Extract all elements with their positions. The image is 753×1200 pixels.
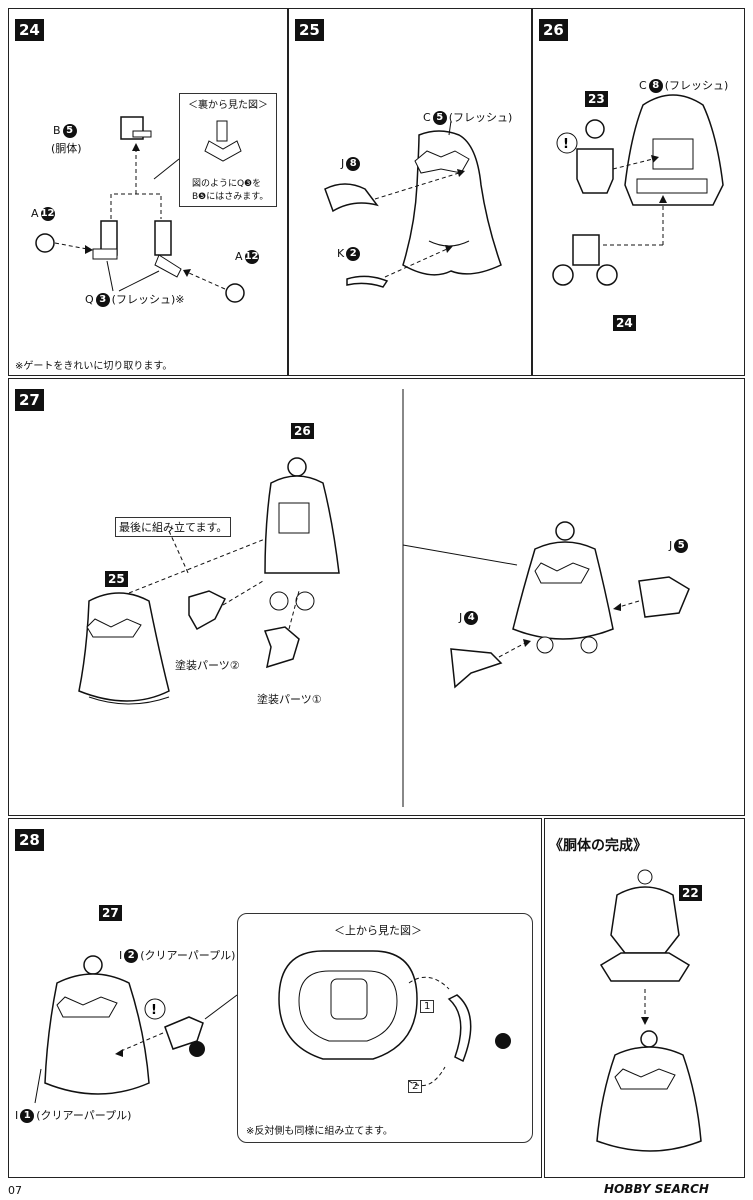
top-view-title: ＜上から見た図＞: [334, 924, 422, 937]
inset-line-2: B❺にはさみます。: [192, 192, 269, 202]
step-number: 28: [15, 829, 44, 851]
step-28-drawing: !: [34, 950, 511, 1104]
ref-step-22: 22: [679, 885, 702, 901]
paint-part-1: 塗装パーツ①: [257, 693, 322, 706]
ref-step-25: 25: [105, 571, 128, 587]
step-number: 24: [15, 19, 44, 41]
ref-step-27: 27: [99, 905, 122, 921]
ref-step-26: 26: [291, 423, 314, 439]
ref-step-24: 24: [613, 315, 636, 331]
page-number: 07: [8, 1184, 22, 1197]
step-26-drawing: !: [552, 94, 724, 286]
last-assembly-note: 最後に組み立てます。: [115, 517, 232, 537]
inset-title: ＜裏から見た図＞: [188, 100, 268, 111]
inset-line-1: 図のようにQ❸を: [192, 179, 262, 189]
ref-step-23: 23: [585, 91, 608, 107]
paint-part-2: 塗装パーツ②: [175, 659, 240, 672]
step-number: 27: [15, 389, 44, 411]
completion-title: 《胴体の完成》: [549, 838, 647, 854]
opposite-side-note: ※反対側も同様に組み立てます。: [246, 1126, 393, 1137]
body-complete-panel: 《胴体の完成》 22: [544, 818, 745, 1178]
step-24-drawing: [35, 116, 245, 303]
completion-drawing: [596, 869, 702, 1152]
step-25-drawing: [324, 120, 502, 288]
part-note-body: (胴体): [51, 142, 82, 155]
step-marker-1: 1: [420, 1000, 435, 1013]
footnote-gate: ※ゲートをきれいに切り取ります。: [15, 361, 173, 372]
watermark: HOBBY SEARCH: [604, 1182, 709, 1196]
caution-icon: !: [151, 1003, 157, 1018]
caution-icon: !: [563, 137, 569, 152]
step-27-drawing: [78, 389, 690, 807]
step-number: 26: [539, 19, 568, 41]
step-marker-2: 2: [408, 1080, 423, 1093]
step-number: 25: [295, 19, 324, 41]
